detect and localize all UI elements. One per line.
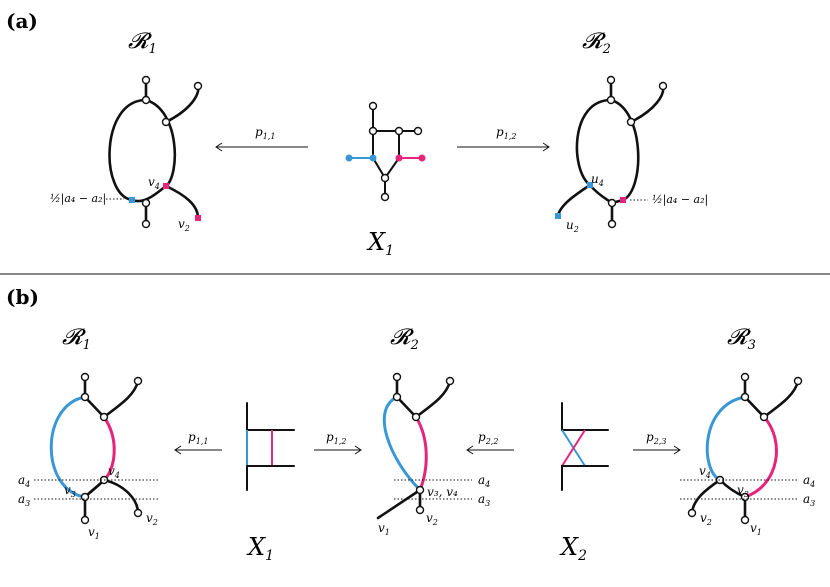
- panel-b-r3-a3: a3: [803, 492, 815, 508]
- panel-a-x1-title: X1: [366, 228, 394, 259]
- panel-b-r1-v3: v3: [64, 483, 76, 499]
- panel-b-x2-graph: X2: [559, 402, 609, 564]
- panel-b-r3-v4: v4: [699, 464, 711, 480]
- panel-b-r2-graph: 𝓡2 a4 a3 v₃, v₄ v1 v2: [376, 325, 490, 537]
- panel-b-r3-title: 𝓡3: [727, 325, 756, 353]
- panel-b-r1-a4: a4: [18, 473, 30, 489]
- panel-b-arrow-p12: p1,2: [314, 430, 362, 455]
- panel-a-arrow-p12: p1,2: [457, 125, 550, 152]
- panel-b-r1-v2: v2: [146, 511, 158, 527]
- panel-b-label: (b): [6, 285, 39, 309]
- panel-b-r3-a4: a4: [803, 473, 815, 489]
- panel-b-x1-title: X1: [246, 533, 274, 564]
- panel-b-r1-v1: v1: [88, 525, 100, 541]
- panel-b-r3-graph: 𝓡3 a4 a3 v4 v3 v2 v1: [680, 325, 815, 537]
- panel-b-r2-a3: a3: [478, 492, 490, 508]
- panel-b-r2-v1: v1: [378, 521, 390, 537]
- panel-a-r2-title: 𝓡2: [582, 29, 611, 57]
- panel-b-r2-v34: v₃, v₄: [427, 485, 458, 499]
- panel-b-r3-v3: v3: [737, 483, 749, 499]
- panel-b-x1-graph: X1: [246, 402, 295, 564]
- panel-b-arrow-p22-label: p2,2: [478, 430, 498, 446]
- panel-a-left-v4: v4: [148, 175, 160, 191]
- panel-b-arrow-p11-label: p1,1: [188, 430, 208, 446]
- panel-b-r1-title: 𝓡1: [62, 325, 91, 353]
- panel-b-r2-a4: a4: [478, 473, 490, 489]
- panel-b-r3-v1: v1: [750, 521, 762, 537]
- panel-a-x1-graph: X1: [345, 101, 426, 259]
- panel-b-x2-title: X2: [559, 533, 587, 564]
- panel-a-right-u2: u2: [566, 218, 579, 234]
- panel-a-left-dist: ½|a₄ − a₂|: [50, 192, 106, 206]
- panel-a-arrow-p11-label: p1,1: [255, 125, 275, 141]
- panel-a-arrow-p11: p1,1: [215, 125, 308, 152]
- panel-a-label: (a): [6, 9, 38, 33]
- panel-a-right-dist: ½|a₄ − a₂|: [652, 193, 708, 207]
- panel-b-arrow-p11: p1,1: [174, 430, 222, 455]
- panel-b-arrow-p23-label: p2,3: [646, 430, 666, 446]
- panel-a-r1-graph: 𝓡1 v4 v2 ½|a₄ − a₂|: [50, 29, 203, 233]
- panel-a-r2-graph: 𝓡2 u4 u2 ½|a₄ − a₂|: [555, 29, 708, 234]
- panel-b-r2-v2: v2: [426, 511, 438, 527]
- panel-b-r2-title: 𝓡2: [390, 325, 419, 353]
- panel-b-r1-v4: v4: [108, 464, 120, 480]
- panel-a-r1-title: 𝓡1: [128, 29, 157, 57]
- panel-b-arrow-p12-label: p1,2: [326, 430, 346, 446]
- panel-b-r1-graph: 𝓡1 a4 a3 v4 v3 v1 v2: [18, 325, 160, 541]
- panel-b-r3-v2: v2: [700, 511, 712, 527]
- panel-b-r1-a3: a3: [18, 492, 30, 508]
- panel-b-arrow-p23: p2,3: [633, 430, 681, 455]
- panel-a-right-u4: u4: [591, 172, 604, 188]
- panel-a-left-v2: v2: [178, 217, 190, 233]
- panel-a-arrow-p12-label: p1,2: [496, 125, 516, 141]
- panel-b-arrow-p22: p2,2: [466, 430, 514, 455]
